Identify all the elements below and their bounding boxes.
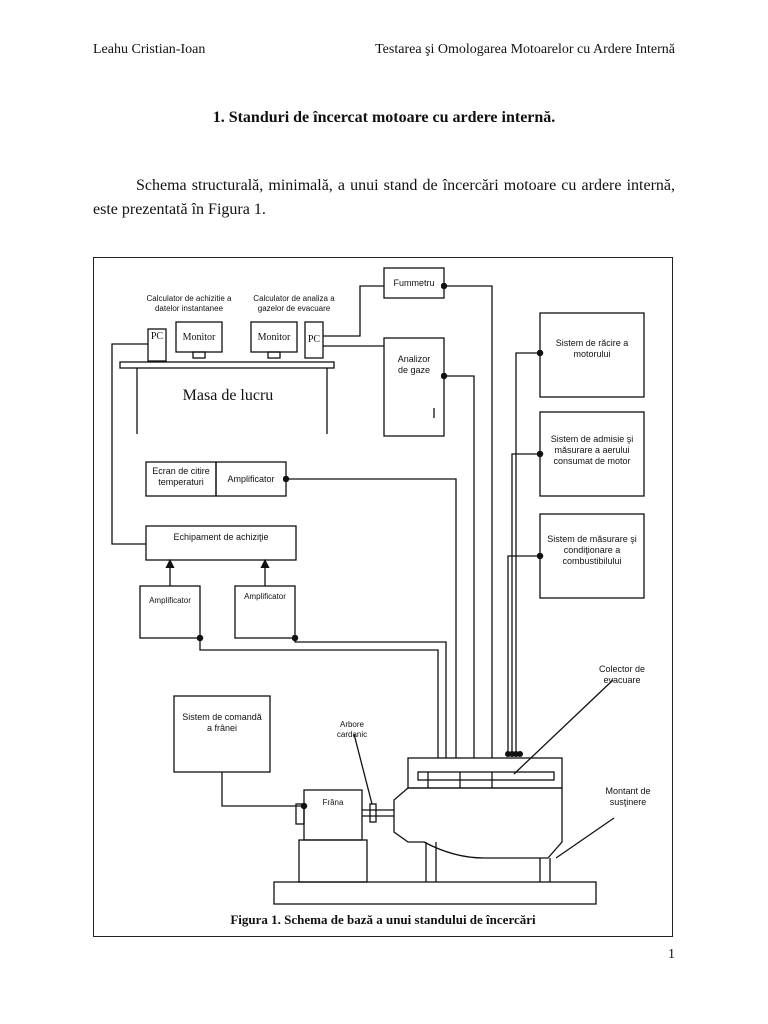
stand-base (273, 881, 597, 905)
amplifier-left-label: Amplificator (149, 596, 191, 605)
fummetru-label: Fummetru (393, 278, 435, 288)
section-title: 1. Standuri de încercat motoare cu arder… (212, 109, 556, 126)
amplifier-left-box (139, 585, 201, 639)
test-stand-diagram (111, 267, 645, 905)
header-document-title: Testarea şi Omologarea Motoarelor cu Ard… (375, 42, 675, 57)
monitor-left-label: Monitor (182, 332, 216, 343)
pc-right-box (304, 321, 324, 359)
brake-control-box (173, 695, 271, 773)
acquisition-equipment-box (145, 525, 297, 561)
pc-left-label: PC (150, 331, 164, 342)
gas-analyzer-box (383, 337, 445, 437)
monitor-right-label: Monitor (257, 332, 291, 343)
pc-right-label: PC (307, 334, 321, 345)
acquisition-equipment-label: Echipament de achiziţie (173, 532, 269, 542)
pc-left-box (147, 328, 167, 362)
work-table-label: Masa de lucru (182, 387, 274, 404)
header-author: Leahu Cristian-Ioan (93, 42, 206, 57)
exhaust-manifold (417, 771, 555, 781)
brake-label: Frâna (322, 798, 344, 807)
work-table-top (119, 361, 335, 369)
figure-caption: Figura 1. Schema de bază a unui standulu… (230, 912, 536, 927)
amplifier-right-label: Amplificator (244, 592, 286, 601)
engine-top (407, 757, 563, 789)
body-paragraph: Schema structurală, minimală, a unui sta… (93, 177, 675, 218)
page-number: 1 (668, 947, 675, 962)
amplifier-top-label: Amplificator (227, 474, 275, 484)
engine-body (393, 787, 563, 859)
